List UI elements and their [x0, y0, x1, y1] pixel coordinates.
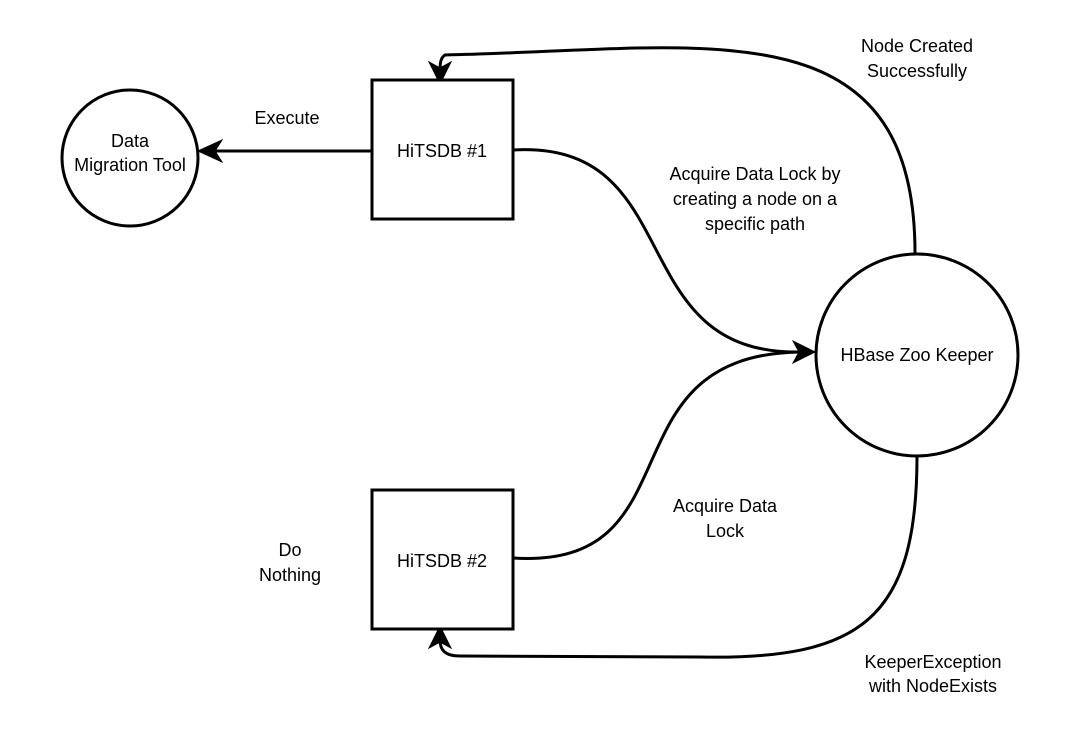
edge-keeper-exception: [438, 455, 919, 659]
edge-label-line: KeeperException: [864, 652, 1001, 672]
node-label: HBase Zoo Keeper: [840, 345, 993, 365]
edge-label-node-created: Node Created Successfully: [861, 36, 973, 81]
edge-label-acquire-lock-1: Acquire Data Lock by creating a node on …: [669, 164, 840, 234]
arrowhead-node-created: [427, 60, 453, 86]
edge-node-created: [438, 46, 917, 254]
annotation-line: Nothing: [259, 565, 321, 585]
edge-label-line: with NodeExists: [868, 676, 997, 696]
edge-label-line: Successfully: [867, 61, 967, 81]
edge-label-keeper-exception: KeeperException with NodeExists: [864, 652, 1001, 696]
edge-label-line: Node Created: [861, 36, 973, 56]
edge-acquire-lock-2: [512, 350, 801, 560]
arrowhead-keeper-exception: [427, 624, 453, 650]
annotation-line: Do: [278, 540, 301, 560]
edge-label-line: specific path: [705, 214, 805, 234]
edge-acquire-lock-1: [512, 148, 801, 354]
edge-label-line: Acquire Data: [673, 496, 778, 516]
edge-label-line: Acquire Data Lock by: [669, 164, 840, 184]
node-label: HiTSDB #2: [397, 551, 487, 571]
node-label: HiTSDB #1: [397, 141, 487, 161]
node-label-line: Migration Tool: [74, 155, 186, 175]
edge-label-execute: Execute: [254, 108, 319, 128]
edge-label-line: creating a node on a: [673, 189, 838, 209]
annotation-do-nothing: Do Nothing: [259, 540, 321, 585]
node-data-migration-tool[interactable]: Data Migration Tool: [60, 88, 200, 228]
node-hbase-zookeeper[interactable]: HBase Zoo Keeper: [814, 252, 1020, 458]
node-label-line: Data: [111, 131, 150, 151]
edge-label-acquire-lock-2: Acquire Data Lock: [673, 496, 778, 541]
arrowhead-execute: [196, 138, 224, 164]
node-hitsdb-1[interactable]: HiTSDB #1: [370, 78, 515, 221]
edge-label-line: Lock: [706, 521, 745, 541]
node-hitsdb-2[interactable]: HiTSDB #2: [370, 488, 515, 631]
